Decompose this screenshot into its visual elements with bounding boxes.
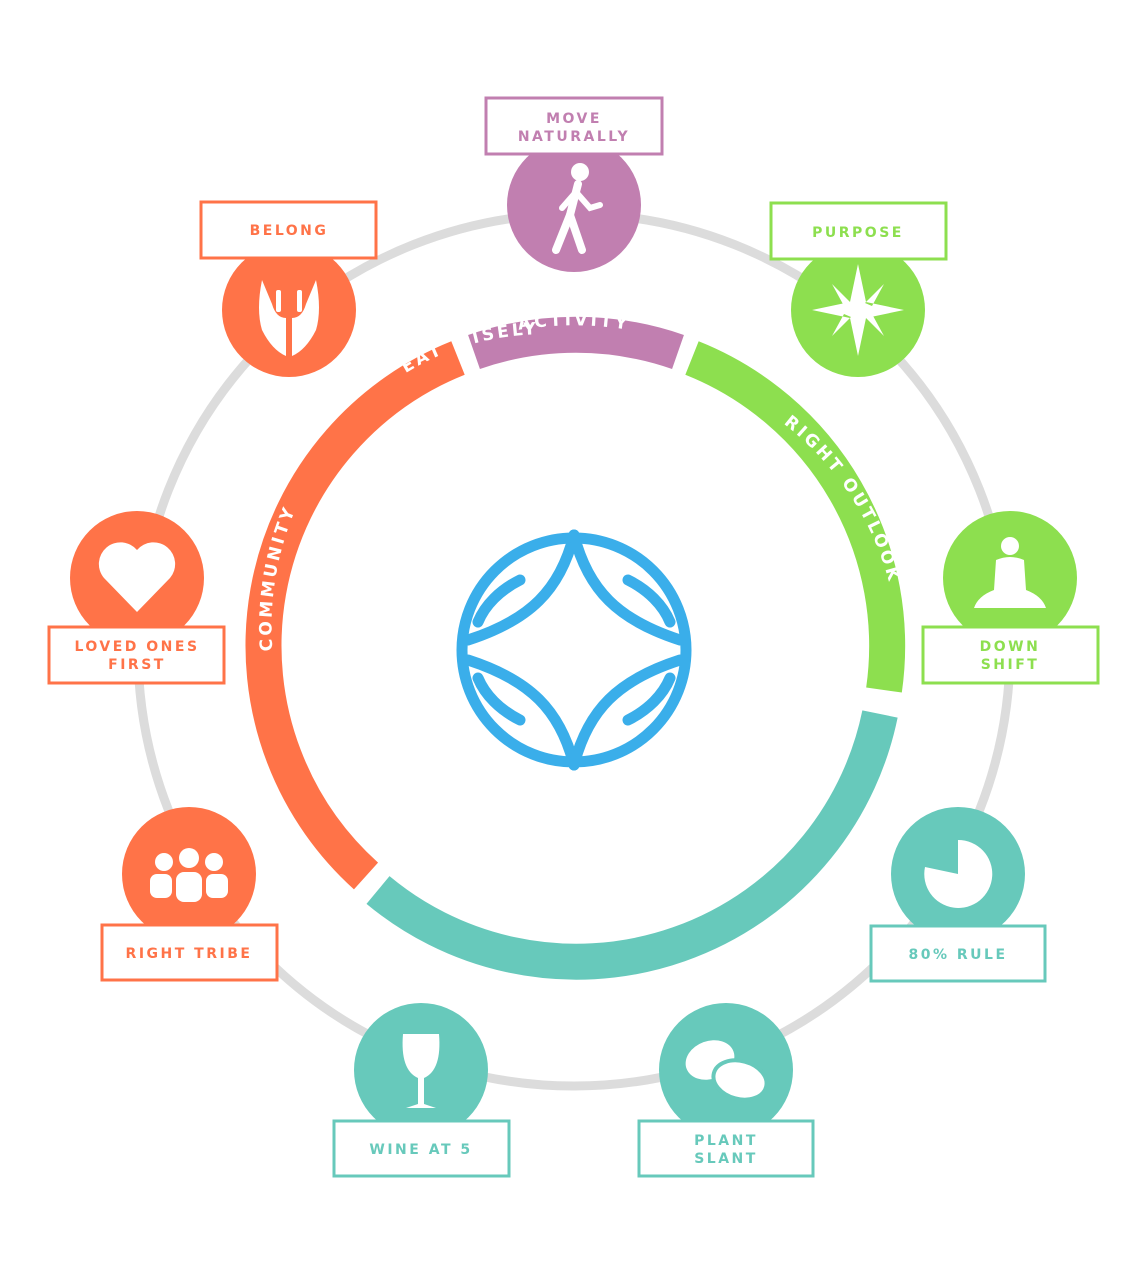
move-label-line1: MOVE: [546, 111, 602, 127]
item-plant-slant: PLANT SLANT: [637, 1003, 815, 1178]
rule80-label: 80% RULE: [908, 947, 1007, 963]
downshift-label-box: [921, 625, 1100, 685]
purpose-label-box: [769, 201, 948, 261]
hands-icon: [259, 280, 319, 356]
item-right-tribe: RIGHT TRIBE: [100, 807, 279, 982]
pie-icon: [924, 839, 993, 908]
item-loved-ones-first: LOVED ONES FIRST: [47, 511, 226, 685]
plant-label-line1: PLANT: [694, 1133, 758, 1149]
rule80-label-box: [869, 924, 1047, 983]
wine-label: WINE AT 5: [369, 1142, 472, 1158]
compass-star-icon: [812, 264, 904, 356]
segment-ring: ACTIVITY RIGHT OUTLOOK EAT WISELY COMMUN…: [245, 310, 906, 980]
plant-label-box: [637, 1119, 815, 1178]
tribe-label-box: [100, 923, 279, 982]
item-80-rule: 80% RULE: [869, 807, 1047, 983]
move-label-box: [484, 96, 664, 156]
segment-community: [245, 341, 465, 890]
item-move-naturally: MOVE NATURALLY: [484, 96, 664, 272]
plant-label-line2: SLANT: [694, 1151, 758, 1167]
meditation-icon: [974, 537, 1046, 608]
belong-circle: [222, 243, 356, 377]
tribe-label: RIGHT TRIBE: [126, 946, 253, 962]
belong-label-box: [199, 200, 378, 260]
segment-eat-wisely: [366, 710, 898, 980]
belong-label: BELONG: [250, 223, 329, 239]
group-icon: [150, 848, 228, 902]
loved-label-line2: FIRST: [108, 657, 166, 673]
wine-glass-icon: [402, 1034, 440, 1108]
wine-label-box: [332, 1119, 511, 1178]
segment-right-outlook: [685, 341, 906, 693]
item-purpose: PURPOSE: [769, 201, 948, 377]
item-belong: BELONG: [199, 200, 378, 377]
loved-label-line1: LOVED ONES: [74, 639, 199, 655]
downshift-label-line1: DOWN: [980, 639, 1041, 655]
item-down-shift: DOWN SHIFT: [921, 511, 1100, 685]
purpose-label: PURPOSE: [812, 225, 904, 241]
blue-zones-logo: [456, 529, 692, 771]
beans-icon: [685, 1040, 769, 1102]
segment-activity: [468, 316, 684, 370]
loved-label-box: [47, 625, 226, 685]
walking-person-icon: [552, 163, 603, 254]
move-label-line2: NATURALLY: [518, 129, 630, 145]
heart-icon: [98, 542, 176, 612]
item-wine-at-5: WINE AT 5: [332, 1003, 511, 1178]
downshift-label-line2: SHIFT: [981, 657, 1040, 673]
